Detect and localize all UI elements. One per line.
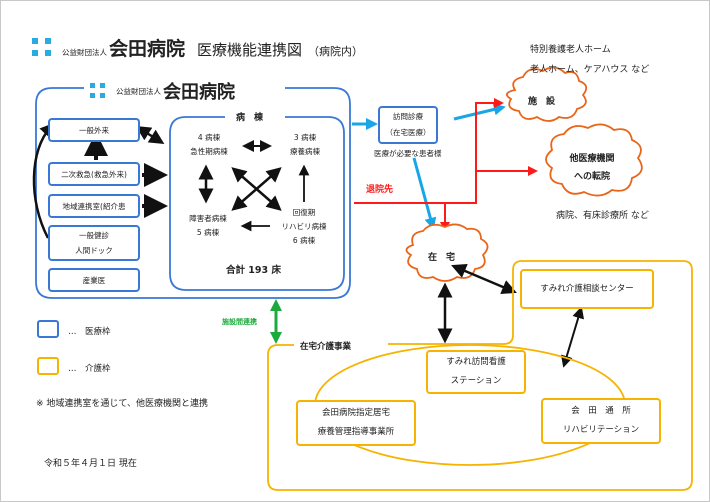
unit-health-checkup[interactable]: 一般健診 人間ドック <box>48 225 140 261</box>
wards-title: 病 棟 <box>230 110 270 123</box>
facility-link-label: 施設間連携 <box>222 318 257 326</box>
ward-6[interactable]: 回復期 リハビリ病棟 6 病棟 <box>281 208 327 245</box>
visit-to-home-arrow <box>412 157 437 230</box>
care-frame <box>267 260 693 491</box>
facility-notes: 特別養護老人ホーム 老人ホーム、ケアハウス など <box>530 45 650 75</box>
home-visit-box[interactable]: 訪問診療 （在宅医療） <box>378 106 438 144</box>
page-header: 公益財団法人 会田病院 医療機能連携図 （病院内） <box>62 34 363 61</box>
discharge-label: 退院先 <box>366 185 394 195</box>
transfer-label[interactable]: 他医療機関 への転院 <box>569 154 615 182</box>
logo-dot <box>32 50 38 56</box>
unit-general-outpatient[interactable]: 一般外来 <box>48 118 140 142</box>
home-label[interactable]: 在 宅 <box>428 253 456 263</box>
unit-regional-liaison[interactable]: 地域連携室(紹介患 <box>48 194 140 218</box>
ward-frame <box>169 116 345 291</box>
logo-dot <box>45 38 51 44</box>
legend-note: ※ 地域連携室を通じて、他医療機関と連携 <box>36 399 208 409</box>
legend-care-label: … 介護枠 <box>68 364 111 374</box>
unit-secondary-emergency[interactable]: 二次救急(救急外来) <box>48 162 140 186</box>
hospital-block-title: 公益財団法人 会田病院 <box>84 78 241 104</box>
home-consult-arrow <box>451 264 517 294</box>
org-prefix: 公益財団法人 <box>116 86 161 96</box>
page-title: 医療機能連携図 <box>197 41 303 59</box>
as-of-date: 令和５年４月１日 現在 <box>44 459 137 469</box>
page-title-suffix: （病院内） <box>308 45 364 58</box>
logo-dot <box>45 50 51 56</box>
legend-medical-label: … 医療枠 <box>68 327 111 337</box>
day-rehab-box[interactable]: 会 田 通 所 リハビリテーション <box>541 398 661 444</box>
logo-dot <box>32 38 38 44</box>
total-beds: 合計 193 床 <box>226 265 281 276</box>
transfer-note: 病院、有床診療所 など <box>556 211 649 221</box>
ward-3[interactable]: 3 病棟 療養病棟 <box>290 133 320 156</box>
facility-cloud <box>505 66 588 122</box>
ward-4[interactable]: 4 病棟 急性期病棟 <box>190 133 228 156</box>
consult-rehab-arrow <box>560 306 585 368</box>
home-visit-caption: 医療が必要な患者様 <box>374 149 442 158</box>
care-block-title: 在宅介護事業 <box>300 342 352 352</box>
logo-icon <box>90 83 106 99</box>
consult-center-box[interactable]: すみれ介護相談センター <box>520 269 654 309</box>
care-office-box[interactable]: 会田病院指定居宅 療養管理指導事業所 <box>296 400 416 446</box>
ward-5[interactable]: 障害者病棟 5 病棟 <box>189 214 227 237</box>
checkup-to-outpatient-arrow <box>32 122 56 239</box>
nursing-station-box[interactable]: すみれ訪問看護 ステーション <box>426 350 526 394</box>
cross-arrow-2 <box>231 167 282 211</box>
hospital-name: 会田病院 <box>109 38 186 60</box>
facility-label[interactable]: 施 設 <box>528 97 556 107</box>
discharge-line <box>354 98 504 204</box>
hospital-frame <box>35 87 351 299</box>
hospital-name: 会田病院 <box>163 82 235 103</box>
legend-medical-swatch <box>37 320 59 338</box>
outpatient-ward-arrow <box>135 126 165 144</box>
transfer-cloud <box>545 123 643 197</box>
legend-care-swatch <box>37 357 59 375</box>
org-prefix: 公益財団法人 <box>62 48 107 57</box>
unit-occupational-physician[interactable]: 産業医 <box>48 268 140 292</box>
